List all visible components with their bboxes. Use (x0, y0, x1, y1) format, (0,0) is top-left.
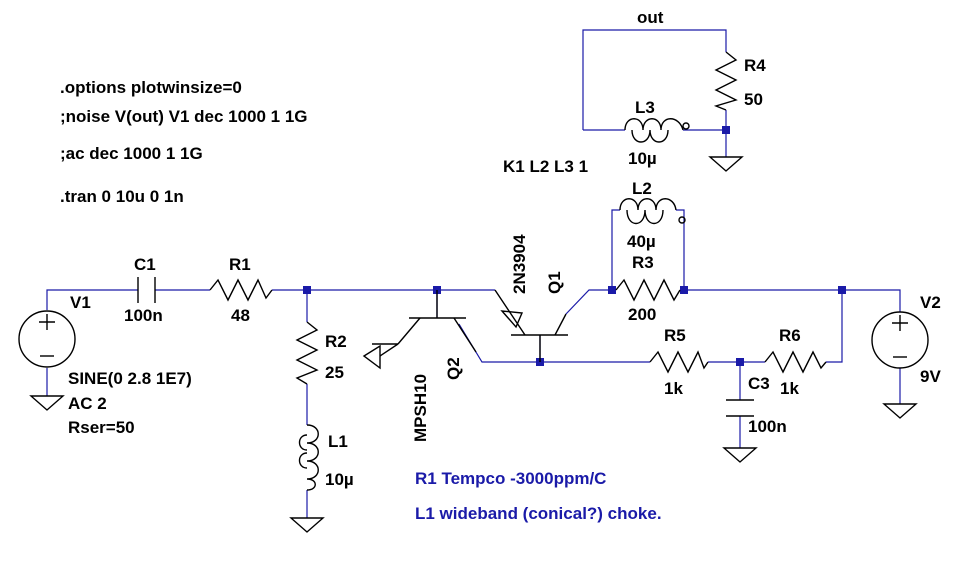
r1-tempco-note: R1 Tempco -3000ppm/C (415, 469, 606, 488)
r2-value-label: 25 (325, 363, 344, 382)
options-directive: .options plotwinsize=0 (60, 78, 242, 97)
l3-value-label: 10µ (628, 149, 657, 168)
r4-ref-label: R4 (744, 56, 766, 75)
ground-v2 (882, 403, 918, 419)
v1-rser-spec: Rser=50 (68, 418, 135, 437)
q2-transistor[interactable] (362, 290, 477, 370)
r3-ref-label: R3 (632, 253, 654, 272)
ground-c3 (722, 447, 758, 463)
c1-ref-label: C1 (134, 255, 156, 274)
r2-ref-label: R2 (325, 332, 347, 351)
q2-model-label: MPSH10 (411, 374, 430, 442)
noise-directive: ;noise V(out) V1 dec 1000 1 1G (60, 107, 308, 126)
v1-source-spec: SINE(0 2.8 1E7) (68, 369, 192, 388)
l1-value-label: 10µ (325, 470, 354, 489)
r5-ref-label: R5 (664, 326, 686, 345)
out-net-label: out (637, 8, 664, 27)
v1-ac-spec: AC 2 (68, 394, 107, 413)
q1-transistor[interactable] (494, 289, 568, 362)
ground-l3 (708, 156, 744, 172)
q2-ref-label: Q2 (444, 357, 463, 380)
c3-capacitor[interactable] (726, 399, 754, 417)
v2-source[interactable] (871, 311, 929, 369)
r5-value-label: 1k (664, 379, 683, 398)
l2-ref-label: L2 (632, 179, 652, 198)
ground-l1 (289, 517, 325, 533)
r6-value-label: 1k (780, 379, 799, 398)
r4-value-label: 50 (744, 90, 763, 109)
c3-value-label: 100n (748, 417, 787, 436)
r3-value-label: 200 (628, 305, 656, 324)
wires (46, 29, 901, 518)
r4-resistor[interactable] (713, 51, 738, 111)
r1-resistor[interactable] (209, 278, 273, 302)
r3-resistor[interactable] (615, 278, 681, 302)
r2-resistor[interactable] (295, 321, 319, 385)
tran-directive: .tran 0 10u 0 1n (60, 187, 184, 206)
r5-resistor[interactable] (649, 350, 709, 374)
l2-inductor[interactable] (619, 198, 686, 225)
r6-ref-label: R6 (779, 326, 801, 345)
v2-value-label: 9V (920, 367, 941, 386)
l1-ref-label: L1 (328, 432, 348, 451)
c1-capacitor[interactable] (137, 277, 156, 303)
r6-resistor[interactable] (764, 350, 827, 374)
r1-ref-label: R1 (229, 255, 251, 274)
coupling-directive: K1 L2 L3 1 (503, 157, 588, 176)
v2-ref-label: V2 (920, 293, 941, 312)
v1-source[interactable] (18, 310, 76, 368)
v1-ref-label: V1 (70, 293, 91, 312)
l1-inductor[interactable] (298, 424, 319, 491)
l1-choke-note: L1 wideband (conical?) choke. (415, 504, 662, 523)
l2-value-label: 40µ (627, 232, 656, 251)
l3-ref-label: L3 (635, 98, 655, 117)
q1-ref-label: Q1 (545, 271, 564, 294)
ground-v1 (29, 395, 65, 411)
ac-directive: ;ac dec 1000 1 1G (60, 144, 203, 163)
c1-value-label: 100n (124, 306, 163, 325)
l3-inductor[interactable] (624, 118, 690, 143)
q1-model-label: 2N3904 (510, 234, 529, 294)
c3-ref-label: C3 (748, 374, 770, 393)
r1-value-label: 48 (231, 306, 250, 325)
